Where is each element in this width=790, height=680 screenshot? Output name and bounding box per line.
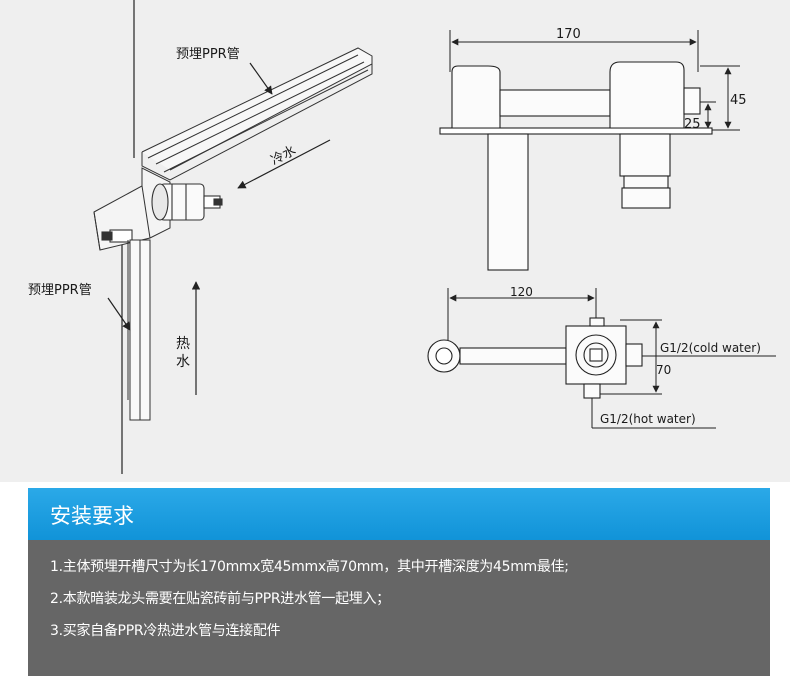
callout-arrow-top bbox=[249, 62, 273, 95]
label-dim-body: 70 bbox=[656, 363, 671, 377]
installation-diagram-panel: 预埋PPR管 冷水 预埋PPR管 热 水 170 bbox=[0, 0, 790, 482]
cold-water-arrow bbox=[237, 139, 331, 189]
dimension-45 bbox=[700, 65, 740, 131]
label-dim-width: 170 bbox=[556, 27, 581, 42]
label-hot-inlet: G1/2(hot water) bbox=[600, 412, 696, 426]
dimension-170 bbox=[449, 30, 699, 72]
embedded-channel bbox=[141, 47, 373, 181]
requirements-title: 安装要求 bbox=[50, 504, 134, 528]
requirement-item-2: 2.本款暗装龙头需要在贴瓷砖前与PPR进水管一起埋入； bbox=[50, 591, 390, 607]
label-cold-inlet: G1/2(cold water) bbox=[660, 341, 761, 355]
label-dim-depth: 25 bbox=[684, 117, 701, 132]
hot-inlet-leader bbox=[591, 398, 716, 429]
label-dim-spout: 120 bbox=[510, 285, 533, 299]
side-view-body bbox=[439, 61, 713, 271]
requirement-item-1: 1.主体预埋开槽尺寸为长170mmx宽45mmx高70mm，其中开槽深度为45m… bbox=[50, 559, 569, 575]
hot-water-char-1: 热 bbox=[176, 336, 190, 352]
hot-water-char-2: 水 bbox=[176, 354, 190, 370]
requirement-item-3: 3.买家自备PPR冷热进水管与连接配件 bbox=[50, 623, 281, 639]
installation-diagram: 预埋PPR管 冷水 预埋PPR管 热 水 170 bbox=[28, 0, 776, 474]
dimension-70 bbox=[600, 319, 662, 395]
valve-body bbox=[101, 183, 223, 243]
top-view-body bbox=[427, 317, 643, 399]
label-hot-water: 热 水 bbox=[176, 336, 190, 370]
dimension-25 bbox=[700, 101, 716, 129]
label-dim-height: 45 bbox=[730, 93, 747, 108]
vertical-pipe bbox=[127, 239, 151, 421]
requirements-header: 安装要求 bbox=[28, 488, 770, 540]
wall-line bbox=[121, 0, 135, 474]
callout-arrow-left bbox=[107, 297, 131, 331]
label-embedded-pipe-top: 预埋PPR管 bbox=[176, 47, 240, 62]
label-embedded-pipe-left: 预埋PPR管 bbox=[28, 283, 92, 298]
installation-requirements-panel: 安装要求 1.主体预埋开槽尺寸为长170mmx宽45mmx高70mm，其中开槽深… bbox=[28, 488, 770, 676]
